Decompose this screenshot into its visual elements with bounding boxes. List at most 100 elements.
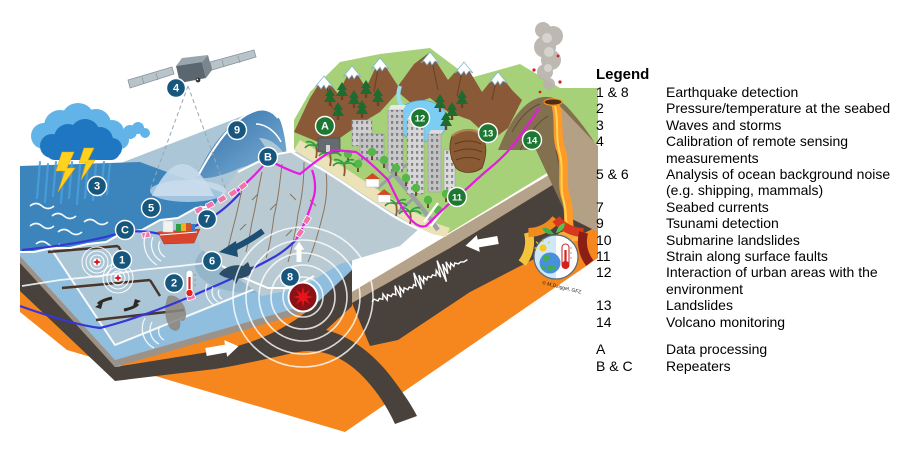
marker-A: A <box>314 115 336 137</box>
legend-key: A <box>596 341 606 358</box>
seabed-current-icon <box>219 228 265 257</box>
marker-11: 11 <box>446 186 468 208</box>
marker-1: 1 <box>111 249 133 271</box>
svg-text:C: C <box>121 225 129 237</box>
storm-cloud-icon <box>31 103 150 206</box>
legend-panel: Legend 1 & 8 Earthquake detection 2 Pressur… <box>596 66 908 374</box>
legend-key: 14 <box>596 313 612 330</box>
legend-item-4: 4 Calibration of remote sensing measureme… <box>596 133 908 166</box>
subducting-slab <box>352 157 598 346</box>
ship-icon <box>143 220 201 266</box>
legend-item-9: 9 Tsunami detection <box>596 215 908 231</box>
legend-key: 9 <box>596 215 604 232</box>
svg-text:9: 9 <box>234 125 240 137</box>
legend-description: Analysis of ocean background noise (e.g.… <box>666 166 891 199</box>
earthquake-epicenter-icon <box>232 226 374 368</box>
legend-item-13: 13 Landslides <box>596 297 908 313</box>
city-buildings <box>351 105 456 195</box>
legend-description: Seabed currents <box>666 198 769 215</box>
land-soil-band <box>352 146 598 303</box>
marker-6: 6 <box>201 250 223 272</box>
svg-text:11: 11 <box>452 193 463 204</box>
marker-3: 3 <box>86 175 108 197</box>
legend-item-14: 14 Volcano monitoring <box>596 314 908 330</box>
marker-9: 9 <box>226 119 248 141</box>
legend-key: 4 <box>596 133 604 150</box>
legend-item-12: 12 Interaction of urban areas with the en… <box>596 264 908 297</box>
legend-secondary-group: A Data processing B & C Repeaters <box>596 341 908 374</box>
thermometer-icon <box>185 269 196 297</box>
marker-8: 8 <box>279 266 301 288</box>
legend-description: Repeaters <box>666 357 731 374</box>
legend-key: 11 <box>596 248 611 265</box>
surf-line <box>291 150 435 238</box>
legend-item-B-C: B & C Repeaters <box>596 358 908 374</box>
svg-text:5: 5 <box>148 203 154 215</box>
legend-description: Volcano monitoring <box>666 313 786 330</box>
legend-description: Pressure/temperature at the seabed <box>666 100 891 117</box>
lightning-icon <box>55 151 76 193</box>
legend-item-11: 11 Strain along surface faults <box>596 248 908 264</box>
legend-key: 13 <box>596 297 612 314</box>
svg-text:A: A <box>321 121 329 133</box>
legend-key: B & C <box>596 357 633 374</box>
lava-bombs <box>532 54 562 94</box>
legend-key: 2 <box>596 100 604 117</box>
land <box>291 22 598 242</box>
lightning-icon <box>78 147 96 181</box>
cloud-front <box>40 119 122 160</box>
legend-description: Earthquake detection <box>666 84 799 100</box>
legend-key: 1 & 8 <box>596 84 629 100</box>
oceanic-slab <box>20 263 417 424</box>
svg-text:13: 13 <box>483 129 494 140</box>
seismogram-icon <box>371 259 468 303</box>
logo-thermometer-icon <box>561 243 572 269</box>
legend-description: Landslides <box>666 297 733 314</box>
svg-text:14: 14 <box>527 136 538 147</box>
marker-4: 4 <box>165 77 187 99</box>
legend-item-7: 7 Seabed currents <box>596 199 908 215</box>
marker-14: 14 <box>521 129 543 151</box>
legend-description: Calibration of remote sensing measuremen… <box>666 133 849 166</box>
houses <box>365 173 392 203</box>
svg-text:2: 2 <box>171 278 177 290</box>
svg-text:4: 4 <box>173 83 180 95</box>
spreading-arrows-icon <box>95 296 141 312</box>
svg-text:8: 8 <box>287 272 293 284</box>
marker-C: C <box>114 219 136 241</box>
legend-primary-group: 1 & 8 Earthquake detection 2 Pressure/tempe… <box>596 84 908 330</box>
legend-key: 12 <box>596 264 612 281</box>
legend-description: Waves and storms <box>666 116 782 133</box>
marker-5: 5 <box>140 197 162 219</box>
marker-B: B <box>257 146 279 168</box>
legend-description: Interaction of urban areas with the envi… <box>666 264 878 297</box>
svg-text:B: B <box>264 152 272 164</box>
legend-description: Data processing <box>666 341 768 358</box>
svg-text:7: 7 <box>204 214 210 226</box>
svg-text:3: 3 <box>94 181 100 193</box>
marker-2: 2 <box>163 272 185 294</box>
legend-title: Legend <box>596 66 650 83</box>
legend-item-2: 2 Pressure/temperature at the seabed <box>596 100 908 116</box>
svg-text:12: 12 <box>415 114 426 125</box>
legend-item-A: A Data processing <box>596 341 908 357</box>
sun-icon <box>534 239 551 252</box>
sprout-icon <box>542 223 565 235</box>
legend-description: Tsunami detection <box>666 215 779 232</box>
volcano-icon <box>498 22 598 242</box>
svg-text:6: 6 <box>209 256 215 268</box>
marker-12: 12 <box>409 107 431 129</box>
svg-text:1: 1 <box>119 255 125 267</box>
legend-description: Strain along surface faults <box>666 248 828 265</box>
legend-item-5-6: 5 & 6 Analysis of ocean background noise… <box>596 166 908 199</box>
satellite-icon <box>127 49 257 89</box>
marker-7: 7 <box>196 208 218 230</box>
satellite-beam <box>149 85 227 202</box>
legend-key: 5 & 6 <box>596 166 629 183</box>
legend-key: 7 <box>596 198 604 215</box>
